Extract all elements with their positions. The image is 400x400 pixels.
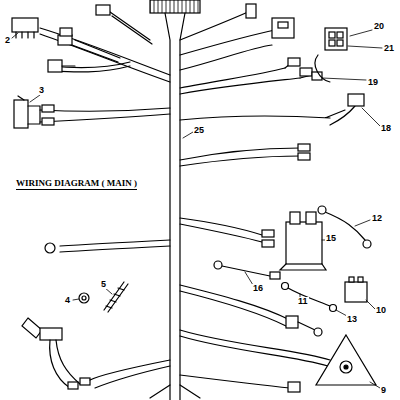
callout-number: 25 xyxy=(193,126,205,135)
callout-number: 19 xyxy=(367,78,379,87)
callout-number: 10 xyxy=(375,306,387,315)
callout-number: 20 xyxy=(373,22,385,31)
callout-number: 18 xyxy=(380,124,392,133)
callout-number: 9 xyxy=(380,386,387,395)
callout-number: 16 xyxy=(252,284,264,293)
callout-number: 5 xyxy=(100,280,107,289)
callout-number: 2 xyxy=(4,36,11,45)
callout-number: 21 xyxy=(383,44,395,53)
callout-number: 3 xyxy=(38,86,45,95)
callout-number: 11 xyxy=(297,297,309,306)
callout-number: 4 xyxy=(64,296,71,305)
callout-number: 12 xyxy=(371,214,383,223)
callout-number: 13 xyxy=(346,315,358,324)
callout-number: 15 xyxy=(325,234,337,243)
diagram-title: WIRING DIAGRAM ( MAIN ) xyxy=(16,179,137,190)
